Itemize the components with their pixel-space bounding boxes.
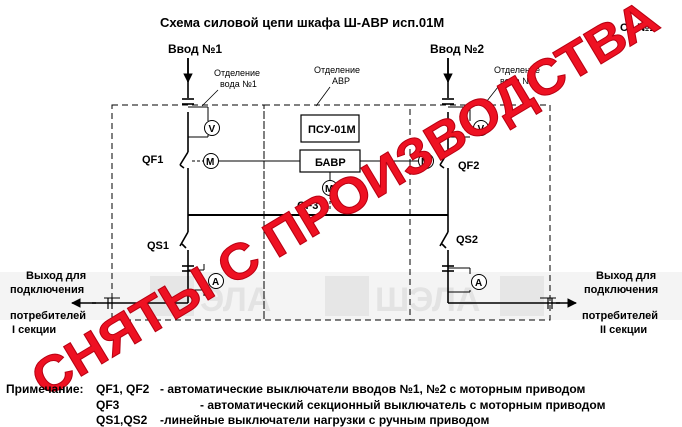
svg-text:M: M (325, 184, 333, 195)
breaker-qf1 (179, 151, 189, 172)
breaker-qf2 (439, 151, 449, 172)
output-left-line3: потребителей (10, 310, 86, 322)
voltmeter-tap-1 (188, 106, 209, 138)
output-left-line1: Выход для (26, 270, 86, 282)
ammeter-tap-1 (188, 264, 205, 296)
psu-block: ПСУ-01М (300, 114, 360, 143)
motor-icon: M (203, 153, 219, 169)
svg-text:M: M (421, 157, 429, 168)
motor-icon: M (322, 180, 338, 196)
note-key: QS1,QS2 (96, 413, 148, 427)
svg-text:A: A (475, 278, 482, 289)
compartment2-label-line2: вода №2 (500, 76, 537, 86)
qf1-label: QF1 (142, 154, 163, 166)
voltmeter-tap-2 (448, 106, 471, 138)
ammeter-icon: A (208, 273, 224, 289)
discontinued-stamp: СНЯТЫ С ПРОИЗВОДСТВА (22, 0, 668, 407)
compartment1-label-line1: Отделение (214, 68, 260, 78)
psu-label: ПСУ-01М (308, 124, 356, 136)
svg-text:M: M (206, 157, 214, 168)
note-text: - автоматические выключатели вводов №1, … (160, 382, 586, 396)
qf3-label: QF3 (297, 200, 318, 212)
voltmeter-icon: V (204, 120, 220, 136)
output-left-line4: I секции (12, 324, 56, 336)
compartment-avr-label-line2: АВР (332, 76, 350, 86)
svg-text:V: V (209, 124, 216, 135)
scheme-number: Сх.№1 (620, 22, 656, 34)
output-right-line1: Выход для (596, 270, 656, 282)
output-right-line2: подключения (584, 284, 658, 296)
breaker-qf3 (321, 208, 327, 216)
note-text: - автоматический секционный выключатель … (200, 398, 606, 412)
scheme-title: Схема силовой цепи шкафа Ш-АВР исп.01М (160, 15, 444, 30)
compartment-borders (111, 104, 551, 321)
compartment-avr-label-line1: Отделение (314, 65, 360, 75)
output-right-line3: потребителей (582, 310, 658, 322)
svg-text:A: A (212, 277, 219, 288)
note-key: QF3 (96, 398, 120, 412)
ammeter-icon: A (471, 274, 487, 290)
notes-block: Примечание: QF1, QF2 - автоматические вы… (0, 378, 682, 427)
bavr-block: БАВР (299, 149, 361, 173)
svg-text:V: V (478, 124, 485, 135)
watermark-strip: ЭЛА ШЭЛА (0, 272, 682, 320)
note-text: -линейные выключатели нагрузки с ручным … (160, 413, 490, 427)
qf2-label: QF2 (458, 160, 479, 172)
note-key: QF1, QF2 (96, 382, 150, 396)
input1-label: Ввод №1 (168, 42, 222, 56)
switch-qs1 (179, 231, 189, 249)
input2-label: Ввод №2 (430, 42, 484, 56)
qs2-label: QS2 (456, 234, 478, 246)
motor-icon: M (418, 153, 434, 169)
compartment1-label-line2: вода №1 (220, 79, 257, 89)
qs1-label: QS1 (147, 240, 169, 252)
current-transformers (182, 98, 454, 105)
output-line-2 (447, 262, 560, 309)
output-left-line2: подключения (10, 284, 84, 296)
compartment2-label-line1: Отделение (494, 65, 540, 75)
notes-label: Примечание: (6, 382, 84, 396)
switch-qs2 (439, 231, 449, 249)
bavr-label: БАВР (315, 157, 346, 169)
watermark-text: ШЭЛА (375, 281, 480, 319)
voltmeter-icon: V (473, 120, 489, 136)
output-line-1 (92, 262, 189, 309)
output-right-line4: II секции (600, 324, 647, 336)
ammeter-tap-2 (448, 267, 471, 293)
